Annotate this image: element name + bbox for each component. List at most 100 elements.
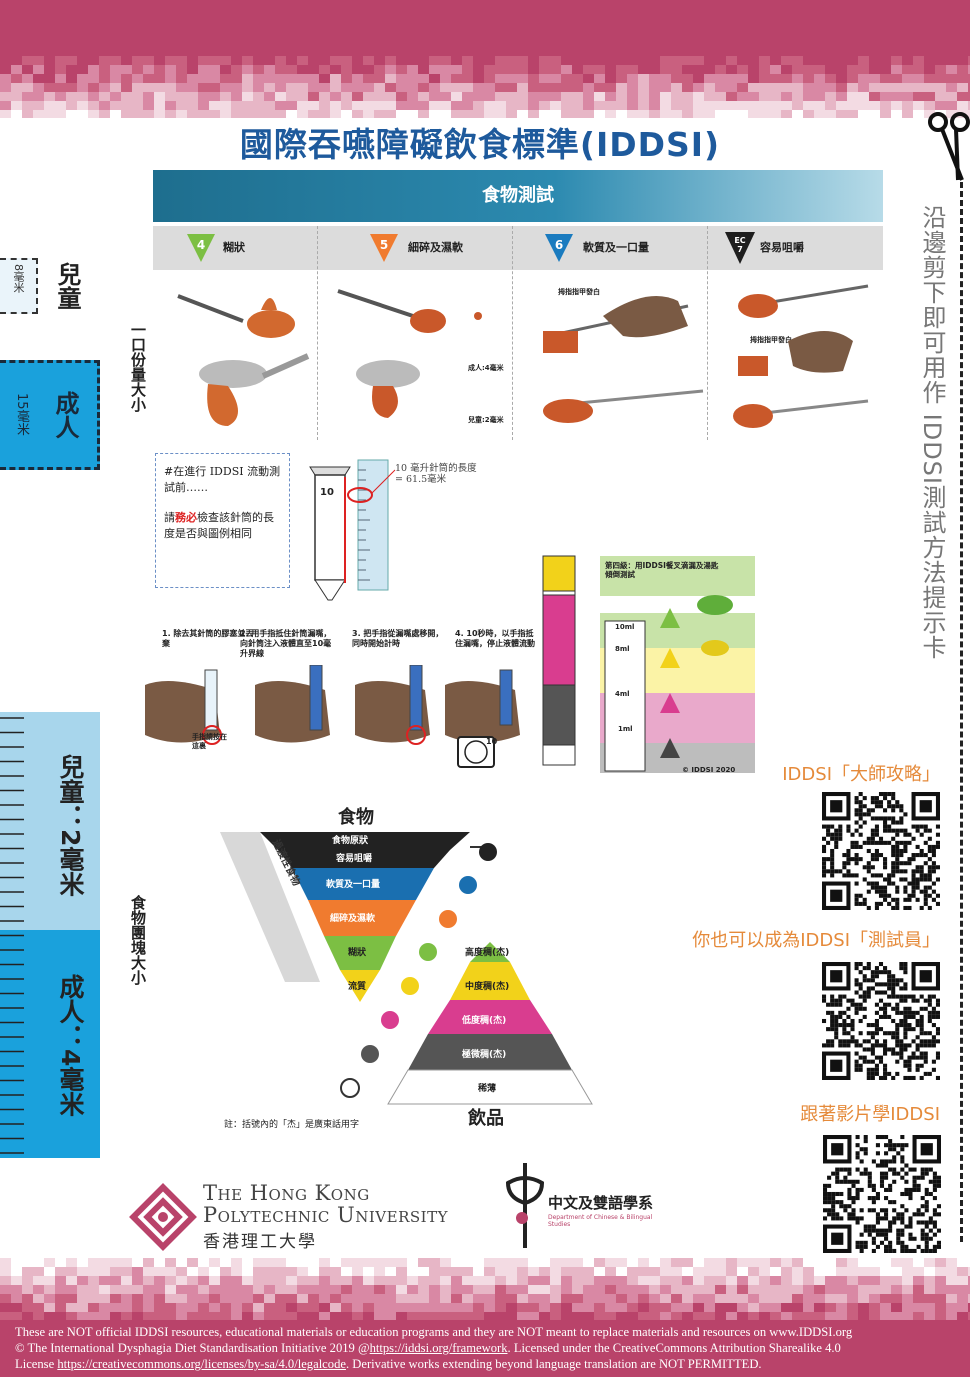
scissors-icon (928, 112, 970, 181)
column-separator (707, 226, 708, 440)
license-link[interactable]: https://creativecommons.org/licenses/by-… (57, 1357, 346, 1371)
ml-10: 10ml (615, 623, 635, 631)
department-logo: 中文及雙語學系 Department of Chinese & Bilingua… (500, 1158, 670, 1253)
flow-test-hands-illustration (145, 665, 520, 768)
footer-copyright-prefix: © The International Dysphagia Diet Stand… (15, 1341, 370, 1355)
food-title: 食物 (338, 807, 374, 828)
framework-shapes (220, 832, 593, 1105)
level-5-label: 細碎及濕軟 (408, 241, 463, 254)
thumb-nail-note-6: 拇指指甲發白 (558, 288, 600, 296)
level-title-bar (513, 226, 708, 270)
drink-title: 飲品 (468, 1108, 504, 1129)
svg-text:6: 6 (555, 238, 563, 252)
iddsi-copyright: © IDDSI 2020 (682, 766, 736, 774)
top-decorative-band (0, 0, 970, 118)
qr-caption-master-guide: IDDSI「大師攻略」 (782, 764, 940, 785)
food-test-level-5: 5 細碎及濕軟 成人:4毫米 兒童:2毫米 (318, 226, 513, 440)
food-test-panel: 食物測試 4 糊狀 5 細碎及濕軟 (153, 170, 883, 440)
pyramid-note: 註：括號內的「杰」是廣東話用字 (224, 1120, 360, 1130)
drink-level-2-label: 低度稠(杰) (462, 1016, 507, 1026)
notice-prefix: #在進行 IDDSI 流動測試前…… (164, 465, 281, 494)
department-english-name: Department of Chinese & Bilingual Studie… (548, 1214, 653, 1228)
department-emblem-icon (505, 1163, 545, 1248)
food-test-level-6: 6 軟質及一口量 拇指指甲發白 (513, 226, 708, 440)
footer-disclaimer: These are NOT official IDDSI resources, … (15, 1325, 853, 1339)
ruler-adult-section (0, 930, 100, 1158)
level-5-triangle-icon: 5 (370, 234, 398, 262)
level-ec7-label: 容易咀嚼 (760, 241, 804, 254)
syringe-10-mark: 10 (320, 487, 334, 498)
ruler-adult-label: 成人：4毫米 (56, 974, 85, 1117)
adult-lump-note: 成人:4毫米 (468, 364, 504, 372)
framework-link[interactable]: https://iddsi.org/framework (369, 1341, 508, 1355)
step-4-text: 4. 10秒時，以手指抵住漏嘴，停止液體流動 (455, 629, 535, 648)
adult-bite-label: 成人 (51, 391, 79, 439)
easy-chew-fork-thumb-illustration (733, 284, 869, 428)
cut-line (960, 182, 963, 1242)
notice-emphasis: 務必 (175, 510, 197, 524)
flow-test-steps: 1. 除去其針筒的膠塞並丟棄 2. 用手指抵住針筒漏嘴，向針筒注入液體直至10毫… (140, 625, 540, 775)
drink-level-3-label: 中度稠(杰) (465, 982, 510, 992)
polyu-emblem-icon (129, 1183, 197, 1251)
level-title-bar (318, 226, 513, 270)
level-4-triangle-icon: 4 (187, 234, 215, 262)
polyu-line2: Polytechnic University (203, 1203, 448, 1228)
minced-moist-fork-spoon-illustration (337, 289, 482, 418)
step-1-text: 1. 除去其針筒的膠塞並丟棄 (162, 629, 254, 648)
food-level-3-label: 流質 (348, 982, 367, 992)
top-mosaic-pattern (0, 56, 970, 118)
license-footer: These are NOT official IDDSI resources, … (15, 1324, 960, 1372)
ruler-ticks (0, 717, 24, 1154)
step-3-text: 3. 把手指從漏嘴處移開，同時開始計時 (352, 629, 444, 648)
svg-text:EC: EC (734, 236, 745, 245)
polyu-line1: The Hong Kong (203, 1181, 370, 1205)
footer-license-suffix: . Derivative works extending beyond lang… (345, 1357, 762, 1371)
ml-8: 8ml (615, 645, 630, 653)
notice-line2: 檢查該針筒的長度是否與圖例相同 (164, 510, 274, 540)
flow-level-4-title: 第四級：用IDDSI餐叉滴漏及湯匙傾倒測試 (605, 561, 719, 580)
level-title-bar (153, 226, 318, 270)
food-test-level-4: 4 糊狀 (153, 226, 318, 440)
level-6-label: 軟質及一口量 (583, 241, 649, 254)
thumb-nail-note-ec7: 拇指指甲發白 (750, 336, 792, 344)
footer-license-prefix: License (15, 1357, 58, 1371)
child-bite-label: 兒童 (53, 262, 81, 310)
level-4-label: 糊狀 (223, 241, 245, 254)
drink-level-1-label: 極微稠(杰) (462, 1050, 507, 1060)
adult-bite-size-box: 15毫米 成人 (0, 360, 100, 470)
bottom-mosaic-pattern (0, 1258, 970, 1320)
flow-level-color-bars (542, 555, 755, 773)
fork-spoon-flow-chart: 第四級：用IDDSI餐叉滴漏及湯匙傾倒測試 10ml 8ml 4ml 1ml ©… (540, 553, 760, 778)
food-level-4-label: 糊狀 (348, 948, 367, 958)
food-level-ec7-label: 容易咀嚼 (336, 854, 373, 864)
svg-text:4: 4 (197, 238, 205, 252)
level-ec7-triangle-icon: EC7 (725, 232, 755, 264)
syringe-check-notice: #在進行 IDDSI 流動測試前…… 請務必檢查該針筒的長度是否與圖例相同 (155, 453, 290, 588)
ruler-child-section (0, 712, 100, 930)
qr-code-tester-icon[interactable] (822, 962, 940, 1080)
lump-size-ruler: 兒童：2毫米 成人：4毫米 (0, 712, 100, 1158)
child-bite-size-box: 8毫米 (0, 258, 38, 314)
food-test-columns: 4 糊狀 5 細碎及濕軟 (153, 226, 883, 440)
column-separator (317, 226, 318, 440)
child-bite-mm: 8毫米 (12, 264, 25, 293)
qr-caption-video: 跟著影片學IDDSI (800, 1104, 940, 1125)
bottom-decorative-band (0, 1258, 970, 1377)
ml-4: 4ml (615, 690, 630, 698)
qr-caption-tester: 你也可以成為IDDSI「測試員」 (692, 930, 940, 951)
ml-1: 1ml (618, 725, 633, 733)
drink-level-0-label: 稀薄 (478, 1084, 497, 1094)
drink-level-4-label: 高度稠(杰) (465, 948, 510, 958)
adult-bite-mm: 15毫米 (14, 393, 29, 436)
food-level-5-label: 細碎及濕軟 (330, 914, 376, 924)
qr-code-master-guide-icon[interactable] (822, 792, 940, 910)
syringe-length-note: 10 毫升針筒的長度 = 61.5毫米 (395, 463, 477, 486)
bite-size-side-label: 一口份量大小 (129, 322, 147, 412)
step-2-text: 2. 用手指抵住針筒漏嘴，向針筒注入液體直至10毫升界線 (240, 629, 332, 658)
qr-code-video-icon[interactable] (823, 1135, 941, 1253)
footer-copyright-suffix: . Licensed under the CreativeCommons Att… (507, 1341, 841, 1355)
footer-license: License https://creativecommons.org/lice… (15, 1356, 960, 1372)
finger-press-note: 手指請按在這裏 (192, 733, 227, 750)
child-lump-note: 兒童:2毫米 (468, 416, 504, 424)
